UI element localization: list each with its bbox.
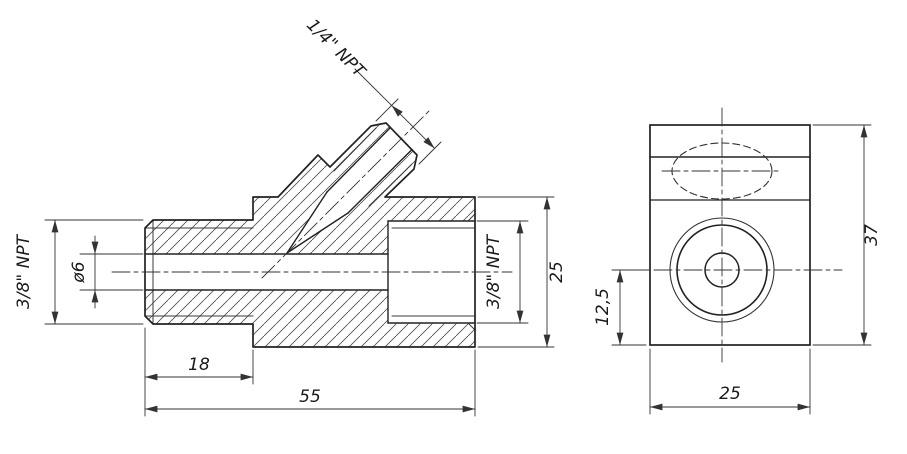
hatch-body-upper-wall <box>253 197 475 254</box>
socket-chamfer-top <box>467 213 476 222</box>
npt-branch-ext-left <box>375 98 399 122</box>
label-front-height: 25 <box>547 261 567 283</box>
label-thread-length: 18 <box>188 355 210 375</box>
body-outline <box>144 122 476 348</box>
branch-bore-cone-left <box>286 191 328 254</box>
npt-branch-dim-line <box>391 104 436 149</box>
side-body-outline <box>649 124 811 346</box>
branch-thread-root-left <box>333 127 377 172</box>
npt-branch-dim-tail <box>354 68 393 106</box>
internal-edges <box>144 127 476 324</box>
dimensions-front <box>44 68 555 417</box>
side-end-view: 37 12,5 25 <box>593 107 882 415</box>
centerlines-side <box>623 107 843 363</box>
branch-thread-root-right <box>368 163 413 207</box>
label-side-axis-offset: 12,5 <box>593 288 613 326</box>
label-left-thread: 3/8" NPT <box>14 233 34 309</box>
label-branch-thread: 1/4" NPT <box>302 15 370 83</box>
npt-branch-ext-right <box>418 141 442 165</box>
label-side-height: 37 <box>862 224 882 246</box>
label-right-thread: 3/8" NPT <box>484 233 504 309</box>
label-bore-diameter: ø6 <box>69 261 89 283</box>
branch-bore-cone-right <box>286 212 349 254</box>
label-side-width: 25 <box>719 384 741 404</box>
branch-bore-wall-left <box>326 127 391 193</box>
hatch-male-thread-upper-wall <box>145 220 253 254</box>
branch-bore-wall-right <box>347 148 413 214</box>
thin-detail-lines <box>145 127 476 331</box>
hatch-male-thread-lower-wall <box>145 290 253 324</box>
front-section-view: 3/8" NPT ø6 1/4" NPT 18 55 3/8" NPT 25 <box>14 15 567 417</box>
socket-chamfer-bottom <box>467 322 476 331</box>
dimensions-side <box>611 124 872 415</box>
hatch-body-lower-wall <box>253 290 475 347</box>
label-overall-length: 55 <box>299 387 321 407</box>
